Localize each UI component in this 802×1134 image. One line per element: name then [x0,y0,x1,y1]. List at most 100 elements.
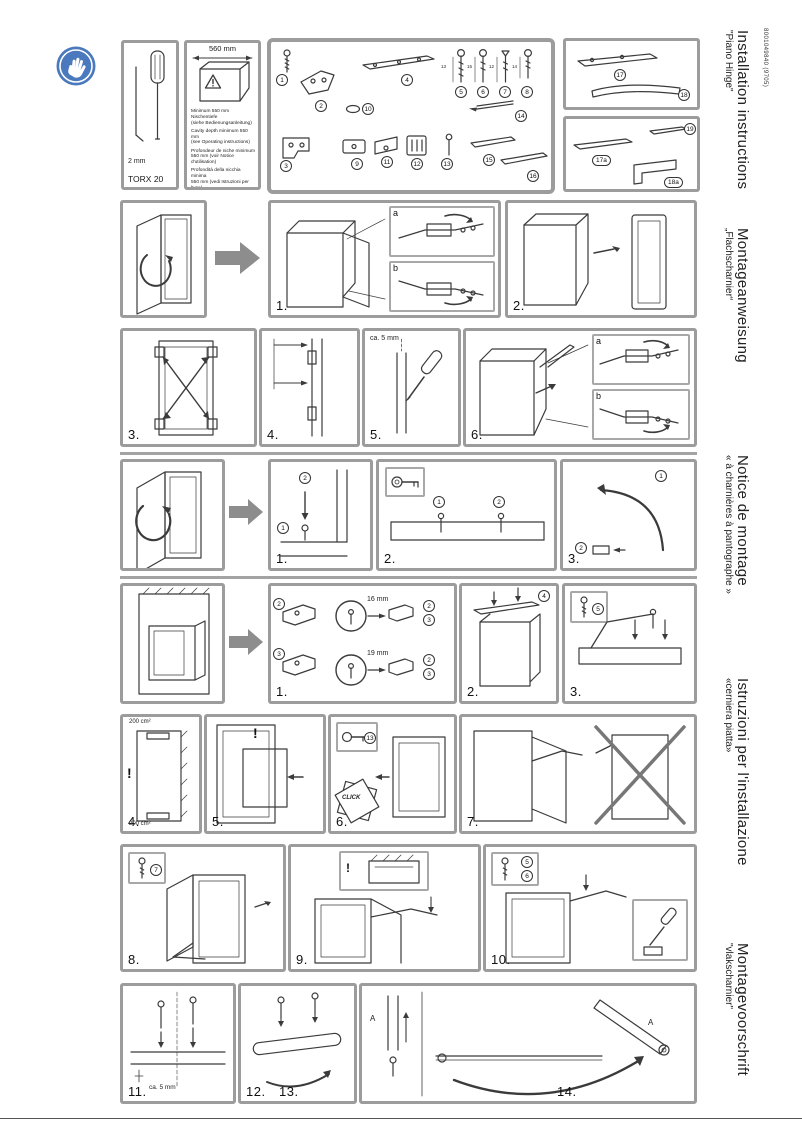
section-divider [120,576,697,579]
subtitle-en: "Piano Hinge" [723,30,734,92]
screw-size-label-7: 12 [489,64,495,69]
underside-adjust-drawing [130,991,226,1087]
callout-5: 5 [592,603,604,615]
screw-length-16-label: 16 mm [367,596,389,603]
title-it: Istruzioni per l'installazione [734,678,751,866]
part-number-15: 15 [483,154,495,166]
language-title-fr: Notice de montage « à charnières à panto… [720,455,751,594]
parts-panel-17a-19-18a: 17a 19 18a [563,116,700,192]
step-panel-it-9: ! 9. [288,844,481,972]
part-number-16: 16 [527,170,539,182]
rail-mount-drawing [473,587,541,687]
step-label: 3. [570,684,582,699]
language-title-en: Installation instructions "Piano Hinge" [720,30,751,189]
door-align-drawing [314,896,438,964]
key-icon [391,476,419,488]
cavity-depth-panel: 560 mm Minimum 550 mm Nischentiefe (sieh… [184,40,261,190]
hinge-detail-drawing [398,280,484,306]
step-panel-it-6: 13 CLICK 6. [328,714,457,834]
step-panel-it-5: ! 5. [204,714,326,834]
step-label: 5. [212,814,224,829]
screw-icon [501,857,509,881]
step-panel-6: a b 6. [463,328,697,447]
part-number-18a: 18a [664,177,683,188]
hinge-swap-drawing [154,340,218,436]
cavity-note-de: Minimum 550 mm Nischentiefe (siehe Bedie… [191,109,252,126]
step-panel-fr-1: 2 1 1. [268,459,373,571]
callout-3: 3 [273,648,285,660]
part-number-18: 18 [678,89,690,101]
step-label: 8. [128,952,140,967]
screw-inset: 5 [570,591,608,623]
door-removal-drawing [523,213,667,310]
screwdriver-adjust-drawing [396,338,443,434]
callout-7: 7 [150,864,162,876]
inset-label-b: b [393,263,399,273]
step-panel-fr-2: 1 2 2. [376,459,557,571]
step-label: 7. [467,814,479,829]
part-number-9: 9 [351,158,363,170]
hinge-detail-inset-a: a [389,206,495,257]
part-number-17a: 17a [592,155,611,166]
warning-triangle-icon [204,74,222,89]
step-label: 3. [128,427,140,442]
attention-inset: ! [339,851,429,891]
gap-dimension-label: ca. 5 mm [370,335,399,342]
part-number-2: 2 [315,100,327,112]
step-label: 4. [128,814,140,829]
step-panel-1: a b 1. [268,200,501,318]
parts-overview-panel: 1 2 4 5 6 7 8 10 14 3 9 11 12 13 15 16 1… [267,38,555,194]
screw-icon [138,857,146,879]
hinge-screw-selection-drawing [282,600,414,686]
step-label: 11. [128,1084,147,1099]
part-number: 8001049840 (9705) [762,28,768,88]
part-number-10: 10 [362,103,374,115]
step-panel-it-4: 200 cm² ! 200 cm² 4. [120,714,202,834]
vent-area-label-top: 200 cm² [129,719,151,725]
step-label: 14. [557,1084,577,1099]
intro-panel-door-open [120,459,225,571]
title-fr: Notice de montage [734,455,751,587]
step-label: 5. [370,427,382,442]
callout-2: 2 [299,472,311,484]
step-panel-it-11: ca. 5 mm 11. [120,983,236,1104]
step-panel-it-3: 5 3. [562,583,697,704]
step-panel-it-12-13: 12. 13. [238,983,357,1104]
attention-mark: ! [127,765,132,781]
step-panel-it-2: 4 2. [459,583,559,704]
callout-2: 2 [423,600,435,612]
seal-detail-drawing [368,854,420,884]
subtitle-nl: "vlakscharnier" [723,943,734,1010]
cavity-note-fr: Profondeur de niche minimum 550 mm (voir… [191,148,255,166]
cavity-notes: Minimum 550 mm Nischentiefe (siehe Bedie… [191,109,255,190]
step-panel-it-8: 7 8. [120,844,286,972]
screwdriver-detail-inset [632,899,688,961]
step-label: 9. [296,952,308,967]
step-label: 3. [568,551,580,566]
cavity-note-it: Profondità della nicchia minima 550 mm (… [191,168,249,190]
correct-vs-wrong-drawing [473,725,686,825]
inset-label-b: b [596,391,602,401]
step-label: 12. [246,1084,266,1099]
next-step-arrow-icon [229,628,263,661]
callout-1: 1 [655,470,667,482]
step-label: 13. [279,1084,299,1099]
screw-size-label-5: 13 [441,64,447,69]
part-number-8: 8 [521,86,533,98]
screw-size-label-6: 15 [467,64,473,69]
tools-panel: 2 mm TORX 20 [121,40,179,190]
pivot-label-a: A [648,1018,654,1027]
subtitle-fr: « à charnières à pantographe » [723,455,734,594]
inset-label-a: a [393,208,399,218]
subtitle-it: «cerniera piatta» [723,678,734,753]
part-number-4: 4 [401,74,413,86]
part-number-19: 19 [684,123,696,135]
step-panel-it-14: A A 14. [359,983,697,1104]
hinge-detail-inset-a: a [592,334,690,385]
hinge-fixing-drawing [166,874,271,964]
next-step-arrow-icon [229,498,263,531]
fridge-drawing [286,218,386,308]
step-panel-it-7: 7. [459,714,697,834]
hex-key-size-label: 2 mm [128,158,146,165]
screwdriver-icon [643,907,677,956]
